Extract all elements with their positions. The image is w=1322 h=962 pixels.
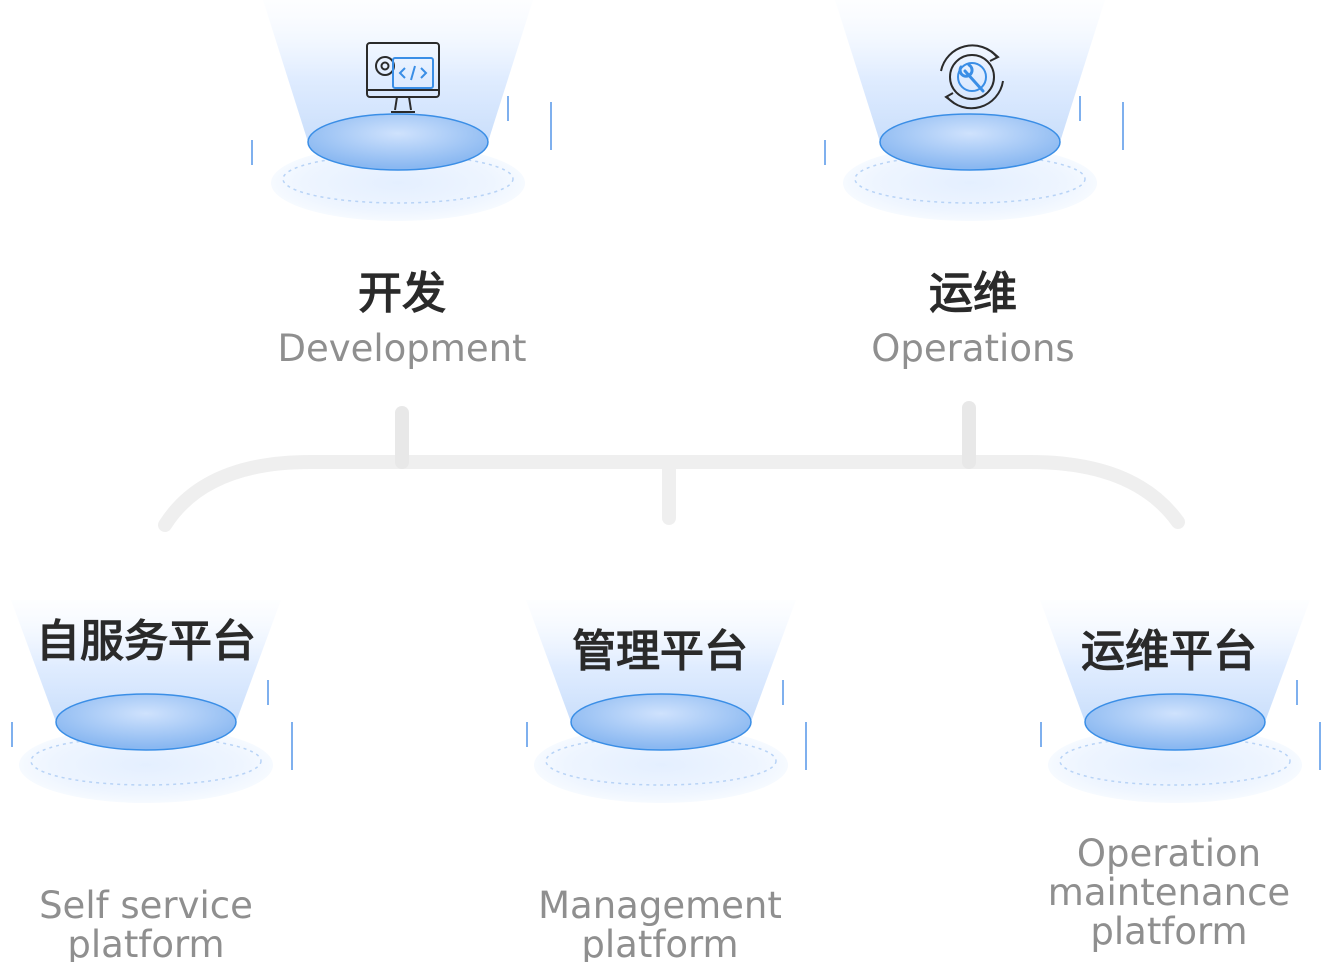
pedestal-light-beam	[835, 0, 1105, 142]
pedestals	[11, 0, 1321, 803]
monitor-code-icon	[366, 42, 440, 113]
pedestal-light-beam	[11, 600, 281, 722]
subtitle-line: maintenance	[1048, 871, 1290, 914]
node-title-operations: 运维	[929, 268, 1017, 319]
top-node-operations: 运维 Operations	[871, 268, 1074, 370]
subtitle-line: platform	[67, 923, 224, 962]
subtitle-line: Management	[538, 884, 782, 927]
cycle-arrow-top	[940, 44, 998, 72]
node-title-ops-platform: 运维平台	[1081, 626, 1257, 677]
pedestal-dashed-ring	[1059, 736, 1291, 786]
code-brackets	[398, 65, 428, 81]
pedestal-light-beam	[1040, 600, 1310, 722]
pedestal-development	[251, 0, 552, 221]
pedestal-light-beam	[263, 0, 533, 142]
node-title-development: 开发	[358, 268, 446, 319]
wrench	[958, 63, 985, 93]
subtitle-line: platform	[1090, 910, 1247, 953]
pedestal-ops-platform	[1040, 600, 1321, 803]
gear-wrench-cycle-icon	[940, 44, 1004, 110]
pedestal-glow	[843, 145, 1097, 221]
pedestal-dashed-ring	[545, 736, 777, 786]
pedestal-disc	[55, 693, 237, 751]
pedestal-dashed-ring	[282, 154, 514, 204]
subtitle-line: Self service	[39, 884, 253, 927]
monitor-stand	[391, 96, 415, 113]
subtitle-line: platform	[581, 923, 738, 962]
pedestal-glow	[1048, 727, 1302, 803]
cycle-arrowheads	[944, 50, 1000, 104]
pedestal-disc	[1084, 693, 1266, 751]
pedestal-glow	[19, 727, 273, 803]
subtitle-line: Operation	[1077, 832, 1261, 875]
code-window	[392, 57, 434, 89]
pedestal-disc	[570, 693, 752, 751]
pedestal-self-service	[11, 600, 293, 803]
gear-ring	[949, 54, 995, 100]
gear-inner	[957, 62, 987, 92]
pedestal-dashed-ring	[30, 736, 262, 786]
pedestal-operations	[824, 0, 1124, 221]
pedestal-glow	[534, 727, 788, 803]
connector-lines	[158, 401, 1185, 532]
node-title-management: 管理平台	[572, 626, 748, 677]
top-node-development: 开发 Development	[277, 268, 526, 370]
pedestal-disc	[307, 113, 489, 171]
pedestal-glow	[271, 145, 525, 221]
monitor-frame	[366, 42, 440, 98]
pedestal-dashed-ring	[854, 154, 1086, 204]
node-subtitle-development: Development	[277, 327, 526, 370]
node-title-self-service: 自服务平台	[36, 616, 256, 667]
gear-part-hub	[380, 61, 390, 71]
pedestal-management	[526, 600, 807, 803]
pedestal-disc	[879, 113, 1061, 171]
pedestal-light-beam	[526, 600, 796, 722]
node-subtitle-operations: Operations	[871, 327, 1074, 370]
